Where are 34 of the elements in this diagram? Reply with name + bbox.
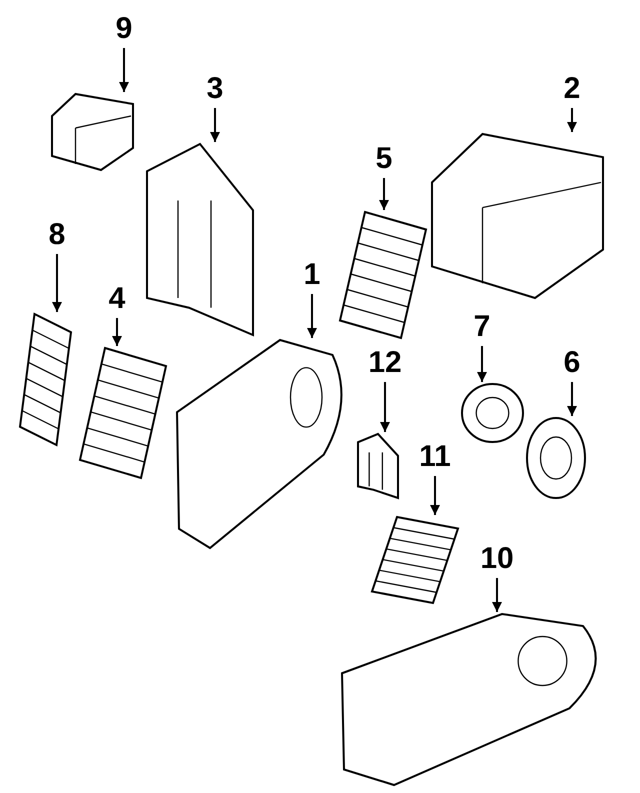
part-drawing (460, 382, 525, 444)
leader-line (52, 254, 62, 312)
callout-number: 12 (368, 346, 402, 380)
callout-number: 1 (300, 258, 324, 292)
leader-line (307, 294, 317, 338)
leader-line (567, 108, 577, 132)
callout-number: 10 (480, 542, 514, 576)
callout-number: 2 (560, 72, 584, 106)
leader-line (380, 382, 390, 432)
callout-number: 7 (470, 310, 494, 344)
callout-number: 9 (112, 12, 136, 46)
leader-line (567, 382, 577, 416)
leader-line (119, 48, 129, 92)
callout-number: 4 (105, 282, 129, 316)
part-drawing (370, 515, 460, 605)
part-drawing (525, 416, 587, 500)
part-drawing (50, 92, 135, 172)
part-drawing (18, 312, 73, 447)
leader-line (112, 318, 122, 346)
part-drawing (78, 346, 168, 480)
callout-number: 3 (203, 72, 227, 106)
part-drawing (356, 432, 400, 500)
part-drawing (145, 142, 255, 337)
callout-number: 6 (560, 346, 584, 380)
leader-line (492, 578, 502, 612)
part-drawing (338, 210, 428, 340)
leader-line (477, 346, 487, 382)
part-drawing (430, 132, 605, 300)
leader-line (430, 476, 440, 515)
leader-line (379, 178, 389, 210)
callout-number: 5 (372, 142, 396, 176)
callout-number: 8 (45, 218, 69, 252)
callout-number: 11 (418, 440, 452, 474)
leader-line (210, 108, 220, 142)
